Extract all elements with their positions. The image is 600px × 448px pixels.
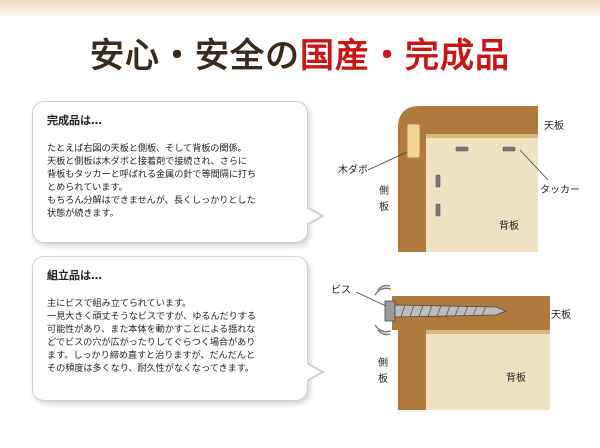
assembled-line: どでビスの穴が広がったりしてぐらつく場合があり (47, 337, 256, 348)
completed-line: たとえば右図の天板と側板、そして背板の関係。 (47, 143, 247, 154)
assembled-line: その頻度は多くなり、耐久性がなくなってきます。 (47, 363, 254, 374)
assembled-card-title: 組立品は… (47, 269, 102, 282)
label-side-board-1: 側 (378, 356, 388, 369)
completed-product-card: 完成品は… たとえば右図の天板と側板、そして背板の関係。 天板と側板は木ダボと接… (32, 101, 308, 243)
screw-icon (384, 300, 508, 322)
top-gradient-band (0, 0, 600, 18)
wobble-mark-icon (374, 324, 392, 333)
completed-line: 背板もタッカーと呼ばれる金属の針で等間隔に打ち (47, 169, 257, 180)
assembled-product-card: 組立品は… 主にビスで組み立てられています。 一見大きく頑丈そうなビスですが、ゆ… (32, 256, 308, 401)
label-side-board-2: 板 (378, 372, 388, 385)
tacker-staple-icon (502, 146, 516, 152)
tacker-staple-icon (435, 203, 441, 217)
wobble-mark-icon (374, 287, 392, 296)
title-part-domestic: 国産・完成品 (300, 36, 510, 76)
completed-card-title: 完成品は… (47, 114, 102, 127)
assembled-joint-diagram: ビス 天板 側 板 背板 (331, 284, 571, 410)
page-title: 安心・安全の国産・完成品 (0, 34, 600, 78)
completed-card-body: たとえば右図の天板と側板、そして背板の関係。 天板と側板は木ダボと接着剤で接続さ… (47, 142, 295, 220)
card-speech-tail (306, 362, 325, 382)
completed-joint-diagram: 天板 木ダボ 側 板 タッカー 背板 (338, 106, 580, 252)
label-back-board: 背板 (499, 219, 519, 232)
back-board-shape (426, 134, 538, 252)
board-edge (426, 134, 538, 138)
assembled-line: 可能性があり、また本体を動かすことによる揺れな (47, 324, 256, 335)
screw-leader-line (355, 291, 387, 307)
assembled-line: 一見大きく頑丈そうなビスですが、ゆるんだりする (47, 311, 256, 322)
tacker-staple-icon (435, 174, 441, 188)
wooden-dowel-icon (406, 123, 421, 159)
title-part-safe: 安心・安全の (90, 36, 300, 76)
dowel-leader-line (367, 151, 408, 171)
completed-line: とめられています。 (47, 182, 128, 193)
assembled-card-body: 主にビスで組み立てられています。 一見大きく頑丈そうなビスですが、ゆるんだりする… (47, 297, 295, 375)
completed-line: 状態が続きます。 (47, 208, 119, 219)
label-back-board: 背板 (506, 371, 526, 384)
label-top-board: 天板 (544, 119, 564, 132)
tacker-staple-icon (455, 146, 469, 152)
label-dowel: 木ダボ (338, 163, 368, 176)
back-board-shape (426, 330, 550, 410)
assembled-line: 主にビスで組み立てられています。 (47, 298, 192, 309)
side-board-shape (398, 330, 426, 410)
label-top-board: 天板 (551, 308, 571, 321)
completed-line: 天板と側板は木ダボと接着剤で接続され、さらに (47, 156, 248, 167)
board-edge (426, 330, 550, 334)
label-side-board-1: 側 (379, 184, 389, 197)
label-screw: ビス (331, 284, 351, 296)
assembled-line: ます。しっかり締め直すと治りますが、だんだんと (47, 350, 255, 361)
card-speech-tail (306, 206, 325, 226)
wobble-mark-icon (377, 284, 391, 291)
wobble-mark-icon (377, 329, 391, 336)
completed-line: もちろん分解はできませんが、長くしっかりとした (47, 195, 256, 206)
tacker-leader-line (519, 149, 549, 181)
label-side-board-2: 板 (379, 200, 389, 213)
label-tacker: タッカー (540, 184, 580, 196)
